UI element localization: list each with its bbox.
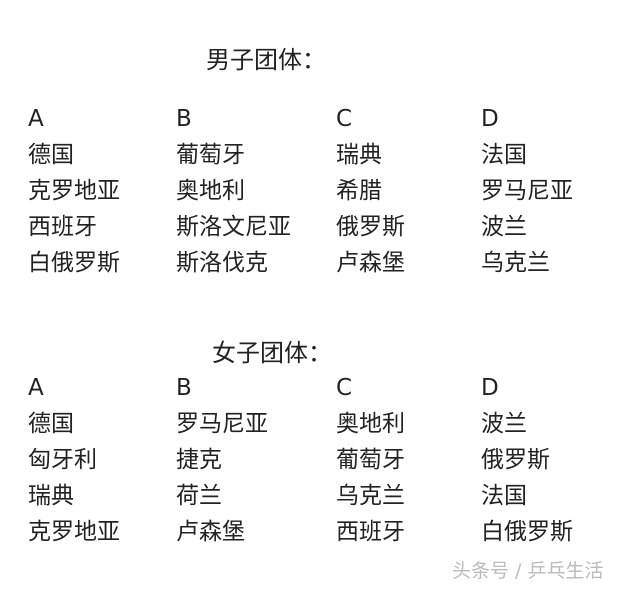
team-name: 奥地利 xyxy=(336,411,405,437)
team-name: 法国 xyxy=(481,142,527,168)
team-name: 葡萄牙 xyxy=(336,447,405,473)
women-section-title: 女子团体： xyxy=(212,339,332,367)
group-label: B xyxy=(176,106,192,132)
team-name: 斯洛伐克 xyxy=(176,250,268,276)
team-name: 德国 xyxy=(28,142,74,168)
team-name: 罗马尼亚 xyxy=(481,178,573,204)
team-name: 法国 xyxy=(481,483,527,509)
team-name: 乌克兰 xyxy=(481,250,550,276)
team-name: 俄罗斯 xyxy=(336,214,405,240)
team-name: 卢森堡 xyxy=(336,250,405,276)
group-label: A xyxy=(28,106,44,132)
team-name: 斯洛文尼亚 xyxy=(176,214,291,240)
team-name: 白俄罗斯 xyxy=(28,250,120,276)
team-name: 波兰 xyxy=(481,411,527,437)
team-name: 捷克 xyxy=(176,447,222,473)
team-name: 西班牙 xyxy=(336,519,405,545)
team-name: 罗马尼亚 xyxy=(176,411,268,437)
team-name: 瑞典 xyxy=(336,142,382,168)
group-label: B xyxy=(176,375,192,401)
team-name: 西班牙 xyxy=(28,214,97,240)
group-label: D xyxy=(481,106,499,132)
team-name: 奥地利 xyxy=(176,178,245,204)
team-name: 波兰 xyxy=(481,214,527,240)
group-label: C xyxy=(336,375,353,401)
team-name: 卢森堡 xyxy=(176,519,245,545)
team-name: 克罗地亚 xyxy=(28,519,120,545)
team-name: 匈牙利 xyxy=(28,447,97,473)
group-label: A xyxy=(28,375,44,401)
group-label: D xyxy=(481,375,499,401)
team-name: 葡萄牙 xyxy=(176,142,245,168)
team-name: 白俄罗斯 xyxy=(481,519,573,545)
watermark: 头条号 / 乒乓生活 xyxy=(452,560,604,582)
men-section-title: 男子团体： xyxy=(206,46,326,74)
team-name: 克罗地亚 xyxy=(28,178,120,204)
team-name: 俄罗斯 xyxy=(481,447,550,473)
group-label: C xyxy=(336,106,353,132)
team-name: 瑞典 xyxy=(28,483,74,509)
team-name: 乌克兰 xyxy=(336,483,405,509)
team-name: 希腊 xyxy=(336,178,382,204)
team-name: 荷兰 xyxy=(176,483,222,509)
team-name: 德国 xyxy=(28,411,74,437)
